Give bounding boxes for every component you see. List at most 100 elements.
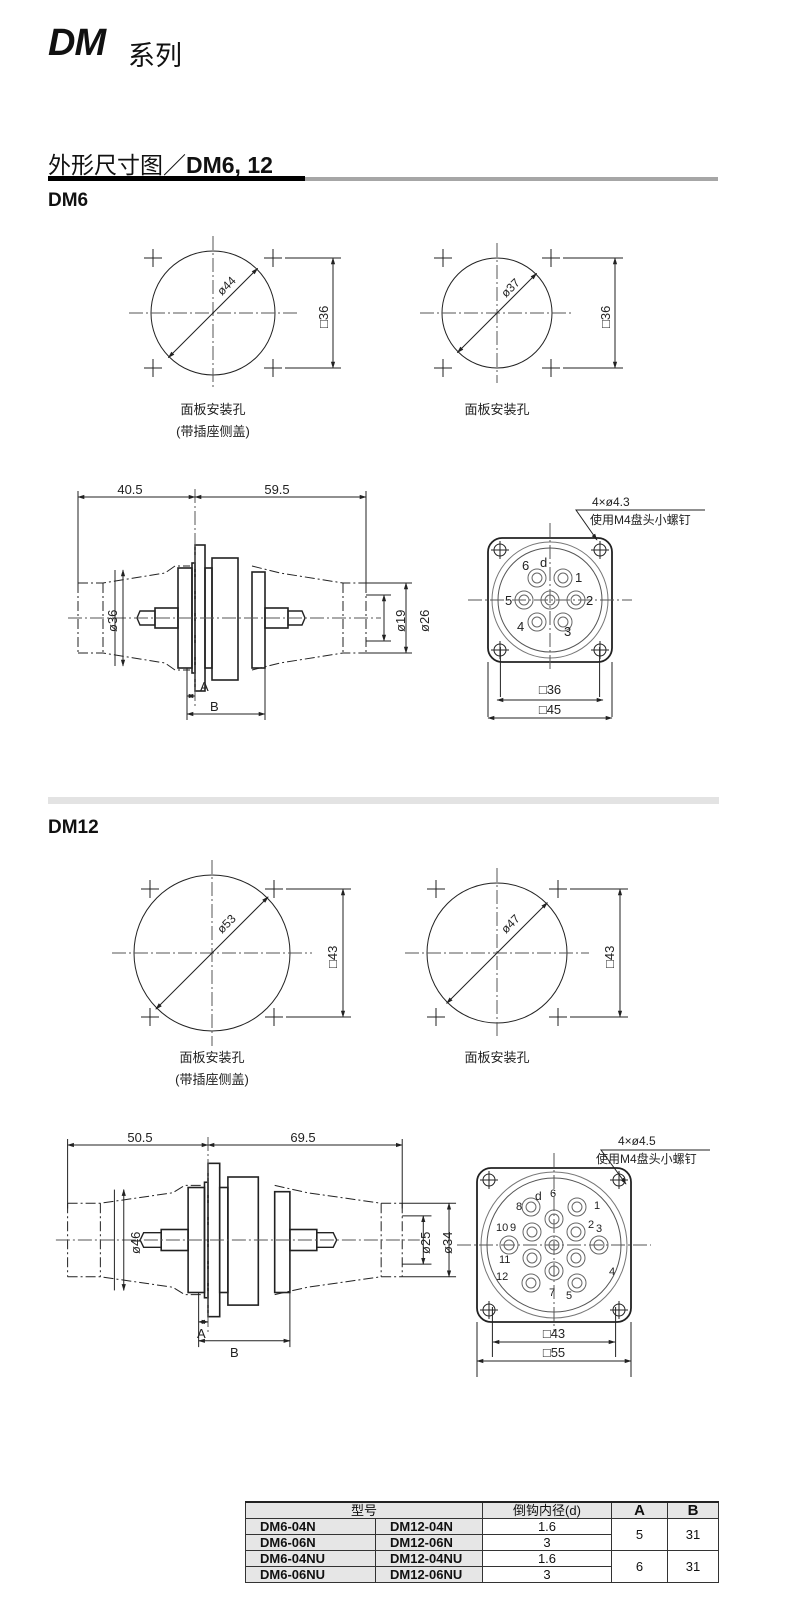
dm12-hole2-square: □43 bbox=[602, 946, 617, 968]
table-row: DM6-06N DM12-06N 3 bbox=[245, 1534, 719, 1551]
right-plate bbox=[273, 1190, 291, 1294]
body-outline bbox=[274, 1276, 403, 1296]
dm6-d-label: d bbox=[540, 555, 547, 570]
dm6-dia-outer: ø26 bbox=[417, 610, 432, 632]
cell-d: 1.6 bbox=[482, 1550, 612, 1567]
pin-number: 7 bbox=[549, 1287, 555, 1299]
body-outline bbox=[78, 652, 190, 671]
header-model: 型号 bbox=[245, 1501, 483, 1519]
body-outline bbox=[251, 652, 366, 671]
dm6-label: DM6 bbox=[48, 190, 89, 211]
pin-port bbox=[544, 1261, 564, 1281]
coupling-body bbox=[227, 1176, 260, 1306]
pin-number: 5 bbox=[566, 1290, 572, 1302]
pin-port bbox=[566, 1222, 586, 1242]
leader-line bbox=[600, 1149, 710, 1185]
table-row: DM6-06NU DM12-06NU 3 bbox=[245, 1566, 719, 1583]
pin-port bbox=[521, 1273, 541, 1293]
pin-number: 3 bbox=[564, 624, 571, 639]
pin-port bbox=[527, 568, 547, 588]
pin-number: 9 bbox=[510, 1222, 516, 1234]
series-title-suffix: 系列 bbox=[128, 41, 182, 71]
cell-d: 3 bbox=[482, 1566, 612, 1583]
dm6-dia-inner: ø19 bbox=[393, 610, 408, 632]
dm12-screw-note: 使用M4盘头小螺钉 bbox=[596, 1151, 697, 1166]
cell-d: 1.6 bbox=[482, 1518, 612, 1535]
left-plate-rim bbox=[203, 1181, 209, 1299]
pin-port bbox=[544, 1235, 564, 1255]
right-barb-tip bbox=[287, 610, 306, 626]
cell-dm12-model: DM12-04NU bbox=[375, 1550, 483, 1567]
dm12-hole2-caption: 面板安装孔 bbox=[464, 1050, 529, 1065]
pin-port bbox=[514, 590, 534, 610]
diameter-dimension bbox=[456, 272, 538, 354]
dm12-label: DM12 bbox=[48, 817, 99, 838]
dm12-d-label: d bbox=[535, 1189, 542, 1203]
cell-dm6-model: DM6-06N bbox=[245, 1534, 376, 1551]
body-outline bbox=[67, 1276, 203, 1296]
dm6-square-inner: □36 bbox=[539, 682, 561, 697]
dm6-hole2-dia: ø37 bbox=[498, 275, 523, 300]
pin-number: 1 bbox=[594, 1200, 600, 1212]
cell-dm6-model: DM6-04N bbox=[245, 1518, 376, 1535]
dm6-screw-note: 使用M4盘头小螺钉 bbox=[590, 512, 691, 527]
left-barb-tip bbox=[139, 1231, 162, 1249]
pin-port bbox=[567, 1273, 587, 1293]
table-header-row: 型号 倒钩内径(d) A B bbox=[245, 1501, 719, 1519]
heading-bar-gray bbox=[305, 177, 718, 181]
dm12-left-length: 50.5 bbox=[127, 1130, 152, 1145]
dm12-hole1-caption-sub: (带插座侧盖) bbox=[175, 1072, 249, 1087]
right-barb-tip bbox=[316, 1231, 338, 1249]
pin-port-bore bbox=[548, 1239, 560, 1251]
header-a: A bbox=[611, 1501, 668, 1519]
diameter-dimension bbox=[446, 902, 548, 1004]
pin-port-bore bbox=[531, 572, 543, 584]
cell-d: 3 bbox=[482, 1534, 612, 1551]
pin-port-bore bbox=[526, 1252, 538, 1264]
pin-port-bore bbox=[518, 594, 530, 606]
body-outline bbox=[274, 1184, 403, 1204]
cell-a: 5 bbox=[611, 1518, 668, 1551]
pin-number: 2 bbox=[586, 593, 593, 608]
dm6-hole2-caption: 面板安装孔 bbox=[464, 402, 529, 417]
dm12-connector-flange bbox=[476, 1167, 632, 1323]
pin-number: 12 bbox=[496, 1271, 508, 1283]
cell-dm6-model: DM6-06NU bbox=[245, 1566, 376, 1583]
pin-number: 8 bbox=[516, 1201, 522, 1213]
cell-dm12-model: DM12-04N bbox=[375, 1518, 483, 1535]
dm12-hole2-dia: ø47 bbox=[498, 911, 523, 936]
right-plate bbox=[251, 571, 266, 669]
pin-port-bore bbox=[570, 594, 582, 606]
pin-port-bore bbox=[571, 1277, 583, 1289]
dm12-mount-holes: 4×ø4.5 bbox=[618, 1134, 656, 1148]
dm6-dim-b: B bbox=[210, 699, 219, 714]
body-outline bbox=[251, 565, 366, 584]
body-outline bbox=[67, 1184, 203, 1204]
pin-number: 6 bbox=[522, 558, 529, 573]
dm12-dim-b: B bbox=[230, 1345, 239, 1360]
pin-port bbox=[540, 590, 560, 610]
dm12-right-length: 69.5 bbox=[290, 1130, 315, 1145]
dm6-right-length: 59.5 bbox=[264, 482, 289, 497]
dm6-left-length: 40.5 bbox=[117, 482, 142, 497]
pin-port-bore bbox=[593, 1239, 605, 1251]
pin-port-bore bbox=[557, 616, 569, 628]
pin-port-bore bbox=[525, 1277, 537, 1289]
pin-number: 11 bbox=[499, 1254, 510, 1266]
dm6-hole1-dia: ø44 bbox=[214, 273, 239, 298]
pin-port-bore bbox=[548, 1265, 560, 1277]
pin-port bbox=[553, 612, 573, 632]
pin-port bbox=[522, 1248, 542, 1268]
pin-number: 4 bbox=[609, 1266, 615, 1278]
pin-port-bore bbox=[570, 1226, 582, 1238]
pin-port bbox=[521, 1197, 541, 1217]
pin-port bbox=[567, 1197, 587, 1217]
pin-port bbox=[522, 1222, 542, 1242]
section-heading-cn: 外形尺寸图／ bbox=[48, 152, 186, 178]
pin-port-bore bbox=[503, 1239, 515, 1251]
pin-port bbox=[499, 1235, 519, 1255]
pin-port-bore bbox=[525, 1201, 537, 1213]
pin-port-bore bbox=[557, 572, 569, 584]
body-outline bbox=[78, 565, 190, 584]
